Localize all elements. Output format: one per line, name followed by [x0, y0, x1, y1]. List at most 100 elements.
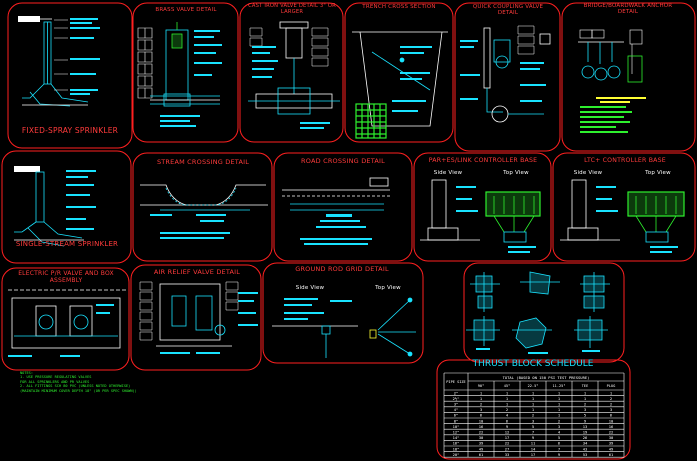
table-cell: 1 [532, 396, 535, 401]
table-cell: 9 [558, 452, 561, 457]
table-header-cell: 90° [478, 384, 485, 388]
table-cell: 12 [505, 430, 510, 435]
note-line: FOR ALL SPRINKLERS AND PR VALVES [20, 379, 90, 384]
table-cell: 49 [479, 446, 484, 451]
thrust-table-title: THRUST BLOCK SCHEDULE [472, 359, 594, 369]
note-line: 2. ALL FITTINGS SCH 80 PVC (UNLESS NOTED… [20, 384, 131, 389]
table-cell: 6 [558, 441, 561, 446]
label-top-view-ltc: Top View [645, 170, 671, 176]
table-cell: 1 [558, 396, 561, 401]
table-cell: 27 [505, 446, 510, 451]
table-cell: 1 [558, 407, 561, 412]
table-cell: 2½" [453, 396, 460, 401]
title-trench-text: TRENCH CROSS SECTION [362, 4, 436, 10]
title-trench: TRENCH CROSS SECTION [352, 4, 446, 10]
label-side-view-par: Side View [433, 170, 463, 176]
frame-electric-pr [1, 267, 130, 371]
table-header-top: TOTAL (BASED ON 150 PSI TEST PRESSURE) [503, 375, 590, 380]
ground-rod-drawing [272, 297, 416, 358]
frame-stream-crossing [132, 152, 273, 262]
title-cast-iron: CAST IRON VALVE DETAIL 3" OR LARGER [244, 3, 340, 15]
frame-trench [344, 2, 454, 143]
table-cell: 1 [480, 396, 483, 401]
table-cell: 3 [532, 418, 534, 423]
table-cell: 4 [558, 430, 561, 435]
brass-valve-drawing [137, 22, 222, 127]
frame-bridge [561, 2, 696, 152]
title-ground-rod: GROUND ROD GRID DETAIL [290, 266, 394, 273]
frame-single-stream [1, 150, 132, 264]
table-cell: 1 [610, 390, 613, 395]
note-line: 1. USE PRESSURE REGULATING VALVES [20, 375, 92, 380]
table-cell: 10 [609, 418, 614, 423]
note-line: (MAINTAIN MINIMUM COVER DEPTH 18" (OR PE… [20, 388, 137, 393]
table-cell: 6" [454, 413, 459, 418]
table-cell: 2 [506, 407, 508, 412]
table-cell: 2 [610, 396, 612, 401]
table-cell: 6 [480, 413, 483, 418]
table-cell: 3 [584, 407, 586, 412]
table-cell: 3 [558, 424, 560, 429]
table-cell: 2 [558, 418, 560, 423]
frame-air-relief [130, 264, 262, 371]
table-cell: 61 [479, 452, 484, 457]
frame-fixed-spray [7, 2, 133, 149]
table-cell: 61 [609, 452, 614, 457]
table-cell: 4" [454, 407, 459, 412]
table-cell: 9 [584, 418, 587, 423]
title-single-stream: SINGLE-STREAM SPRINKLER [15, 240, 119, 248]
table-cell: 1 [558, 413, 561, 418]
table-header-cell: 45° [504, 384, 511, 388]
table-cell: 16 [609, 424, 614, 429]
trench-drawing [352, 31, 448, 139]
title-electric-pr-text: ELECTRIC P/R VALVE AND BOX ASSEMBLY [18, 270, 114, 284]
table-cell: 33 [505, 452, 510, 457]
table-cell: 1 [506, 402, 509, 407]
title-road-crossing: ROAD CROSSING DETAIL [301, 157, 385, 165]
stream-crossing-drawing [140, 184, 268, 239]
table-cell: 7 [532, 430, 534, 435]
table-cell: 1 [558, 390, 561, 395]
table-cell: 9 [532, 435, 535, 440]
ltc-drawing [560, 179, 685, 253]
table-cell: 9 [506, 424, 509, 429]
frame-brass-valve [132, 2, 239, 143]
table-cell: 1 [506, 396, 509, 401]
table-cell: 10 [479, 418, 484, 423]
table-cell: 5 [532, 424, 534, 429]
thrust-table-text: TOTAL (BASED ON 150 PSI TEST PRESSURE) PI… [446, 375, 615, 457]
table-cell: 39 [609, 441, 614, 446]
title-electric-pr: ELECTRIC P/R VALVE AND BOX ASSEMBLY [6, 270, 126, 284]
title-bridge: BRIDGE/BOARDWALK ANCHOR DETAIL [578, 3, 678, 15]
table-cell: 8" [454, 418, 459, 423]
title-brass-valve: BRASS VALVE DETAIL [155, 7, 217, 13]
table-cell: 6 [610, 413, 613, 418]
table-cell: 1 [532, 402, 535, 407]
table-cell: 30 [479, 435, 484, 440]
table-cell: 22 [609, 430, 614, 435]
frame-thrust-details [463, 262, 625, 363]
table-cell: 1 [558, 402, 561, 407]
frame-thrust-table [436, 359, 631, 460]
table-header-cell: TEE [582, 384, 589, 388]
table-cell: 2 [480, 402, 482, 407]
table-cell: 22 [505, 441, 510, 446]
table-header-cell: PLUG [607, 384, 616, 388]
frame-cast-iron [239, 2, 344, 143]
single-stream-drawing [14, 166, 96, 247]
table-header-cell: PIPE SIZE [446, 380, 465, 384]
table-cell: 3 [480, 407, 482, 412]
title-stream-crossing: STREAM CROSSING DETAIL [156, 158, 250, 166]
title-cast-iron-text: CAST IRON VALVE DETAIL 3" OR LARGER [248, 3, 336, 15]
label-side-view-ltc: Side View [573, 170, 603, 176]
table-cell: 17 [505, 435, 510, 440]
table-cell: 1 [506, 390, 509, 395]
frame-quick-coupling [454, 2, 561, 152]
table-cell: 3 [610, 407, 612, 412]
title-par-es: PAR+ES/LINK CONTROLLER BASE [428, 157, 538, 164]
table-cell: 2" [454, 390, 459, 395]
table-cell: 16" [453, 441, 460, 446]
